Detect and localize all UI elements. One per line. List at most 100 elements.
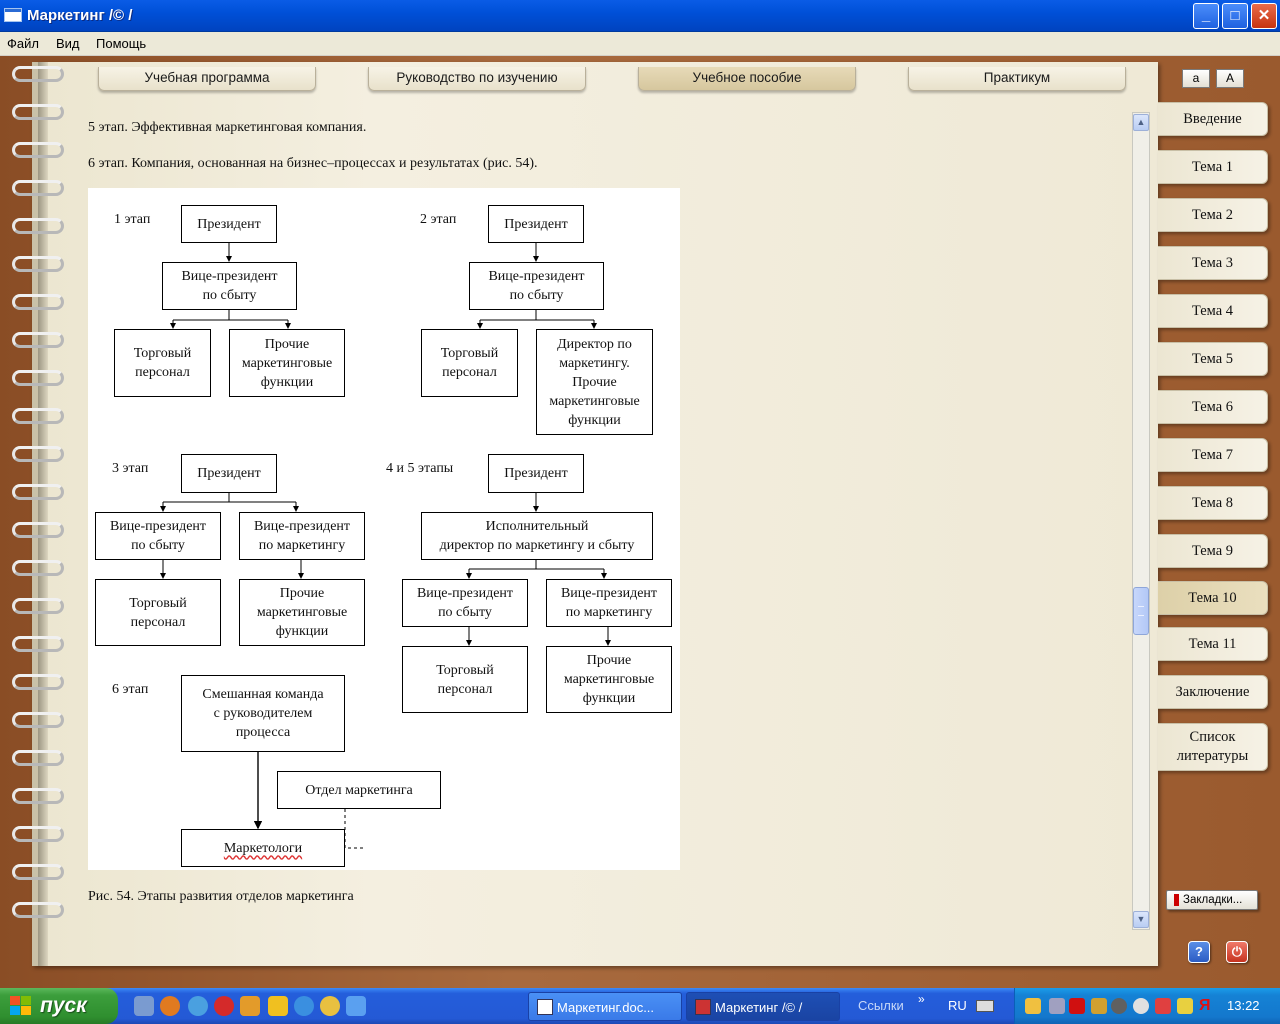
start-button[interactable]: пуск — [0, 988, 118, 1024]
quicklaunch-desktop-icon[interactable] — [346, 996, 366, 1016]
menu-file[interactable]: Файл — [7, 36, 39, 51]
keyboard-icon[interactable] — [976, 1000, 994, 1012]
word-doc-icon — [537, 999, 553, 1015]
quicklaunch-ie-icon[interactable] — [294, 996, 314, 1016]
tray-antivirus-icon[interactable] — [1069, 998, 1085, 1014]
stage45-president: Президент — [488, 454, 584, 493]
stage3-vp-sales: Вице-президент по сбыту — [95, 512, 221, 560]
content-scrollbar[interactable]: ▲ ▼ — [1132, 112, 1150, 930]
stage1-other-functions: Прочие маркетинговые функции — [229, 329, 345, 397]
menu-view[interactable]: Вид — [56, 36, 80, 51]
stage3-sales-staff: Торговый персонал — [95, 579, 221, 646]
scroll-thumb[interactable] — [1133, 587, 1149, 635]
binder-ring — [12, 142, 64, 158]
sidebar-item-topic-5[interactable]: Тема 5 — [1158, 342, 1268, 376]
sidebar-item-topic-11[interactable]: Тема 11 — [1158, 627, 1268, 661]
figure-caption: Рис. 54. Этапы развития отделов маркетин… — [88, 889, 354, 904]
binder-ring — [12, 484, 64, 500]
connector-lines — [160, 243, 611, 849]
language-indicator[interactable]: RU — [948, 998, 967, 1013]
binder-ring — [12, 446, 64, 462]
taskbar: пуск Маркетинг.doc... Маркетинг /© / Ссы… — [0, 988, 1280, 1024]
stage6-marketing-dept: Отдел маркетинга — [277, 771, 441, 809]
binder-ring — [12, 750, 64, 766]
org-chart-figure: 1 этап Президент Вице-президент по сбыту… — [88, 188, 680, 870]
tab-practicum[interactable]: Практикум — [908, 67, 1126, 91]
binder-ring — [12, 522, 64, 538]
binder-ring — [12, 598, 64, 614]
bookmarks-button[interactable]: Закладки... — [1166, 890, 1258, 910]
tray-yandex-icon[interactable]: Я — [1199, 997, 1211, 1014]
quicklaunch-network-icon[interactable] — [134, 996, 154, 1016]
stage2-marketing-director: Директор по маркетингу. Прочие маркетинг… — [536, 329, 653, 435]
minimize-button[interactable]: _ — [1193, 3, 1219, 29]
sidebar-item-topic-6[interactable]: Тема 6 — [1158, 390, 1268, 424]
tab-curriculum[interactable]: Учебная программа — [98, 67, 316, 91]
binder-ring — [12, 370, 64, 386]
stage2-president: Президент — [488, 205, 584, 243]
quicklaunch-firefox-icon[interactable] — [160, 996, 180, 1016]
scroll-up-button[interactable]: ▲ — [1133, 114, 1149, 131]
tray-folder-icon[interactable] — [1025, 998, 1041, 1014]
title-bar: Маркетинг /© / _ □ ✕ — [0, 0, 1280, 32]
maximize-button[interactable]: □ — [1222, 3, 1248, 29]
font-larger-button[interactable]: A — [1216, 69, 1244, 88]
sidebar-item-bibliography[interactable]: Список литературы — [1158, 723, 1268, 771]
quicklaunch-opera-icon[interactable] — [214, 996, 234, 1016]
binder-ring — [12, 218, 64, 234]
sidebar-item-topic-4[interactable]: Тема 4 — [1158, 294, 1268, 328]
quicklaunch-chrome-icon[interactable] — [320, 996, 340, 1016]
stage1-president: Президент — [181, 205, 277, 243]
page-shade — [38, 62, 48, 966]
binder-ring — [12, 902, 64, 918]
stage2-sales-staff: Торговый персонал — [421, 329, 518, 397]
tab-textbook[interactable]: Учебное пособие — [638, 67, 856, 91]
sidebar-item-intro[interactable]: Введение — [1158, 102, 1268, 136]
sidebar-item-topic-8[interactable]: Тема 8 — [1158, 486, 1268, 520]
sidebar-item-topic-7[interactable]: Тема 7 — [1158, 438, 1268, 472]
content-area: 5 этап. Эффективная маркетинговая компан… — [88, 112, 1128, 930]
tray-gear-icon[interactable] — [1111, 998, 1127, 1014]
sidebar-item-topic-9[interactable]: Тема 9 — [1158, 534, 1268, 568]
marketing-app-icon — [695, 999, 711, 1015]
sidebar-item-topic-3[interactable]: Тема 3 — [1158, 246, 1268, 280]
sidebar-item-topic-2[interactable]: Тема 2 — [1158, 198, 1268, 232]
close-button[interactable]: ✕ — [1251, 3, 1277, 29]
system-tray: Я 13:22 — [1014, 988, 1280, 1024]
quicklaunch-messenger-icon[interactable] — [188, 996, 208, 1016]
binder-ring — [12, 294, 64, 310]
tab-study-guide[interactable]: Руководство по изучению — [368, 67, 586, 91]
sidebar-item-conclusion[interactable]: Заключение — [1158, 675, 1268, 709]
stage45-sales-staff: Торговый персонал — [402, 646, 528, 713]
tray-mail-icon[interactable] — [1177, 998, 1193, 1014]
stage1-label: 1 этап — [114, 212, 151, 227]
windows-logo-icon — [10, 996, 32, 1016]
quicklaunch-winamp-icon[interactable] — [240, 996, 260, 1016]
stage45-other-functions: Прочие маркетинговые функции — [546, 646, 672, 713]
scroll-down-button[interactable]: ▼ — [1133, 911, 1149, 928]
stage45-label: 4 и 5 этапы — [386, 461, 454, 476]
stage45-executive-director: Исполнительный директор по маркетингу и … — [421, 512, 653, 560]
tray-volume-icon[interactable] — [1091, 998, 1107, 1014]
links-chevron-icon[interactable]: » — [918, 992, 925, 1006]
tray-sun-icon[interactable] — [1133, 998, 1149, 1014]
taskbar-button-word-doc[interactable]: Маркетинг.doc... — [528, 992, 682, 1021]
quicklaunch-tool-icon[interactable] — [268, 996, 288, 1016]
taskbar-button-marketing[interactable]: Маркетинг /© / — [686, 992, 840, 1021]
tray-app-icon[interactable] — [1155, 998, 1171, 1014]
menu-help[interactable]: Помощь — [96, 36, 147, 51]
stage3-other-functions: Прочие маркетинговые функции — [239, 579, 365, 646]
sidebar-item-topic-1[interactable]: Тема 1 — [1158, 150, 1268, 184]
binder-ring — [12, 104, 64, 120]
stage6-mixed-team: Смешанная команда с руководителем процес… — [181, 675, 345, 752]
help-icon[interactable]: ? — [1188, 941, 1210, 963]
window-title: Маркетинг /© / — [27, 7, 133, 24]
spiral-binding — [12, 66, 68, 918]
font-smaller-button[interactable]: a — [1182, 69, 1210, 88]
sidebar-item-topic-10[interactable]: Тема 10 — [1158, 581, 1268, 615]
stage3-label: 3 этап — [112, 461, 149, 476]
exit-icon[interactable]: ⏻ — [1226, 941, 1248, 963]
tray-network-icon[interactable] — [1049, 998, 1065, 1014]
binder-ring — [12, 180, 64, 196]
links-toolbar[interactable]: Ссылки — [858, 998, 904, 1013]
